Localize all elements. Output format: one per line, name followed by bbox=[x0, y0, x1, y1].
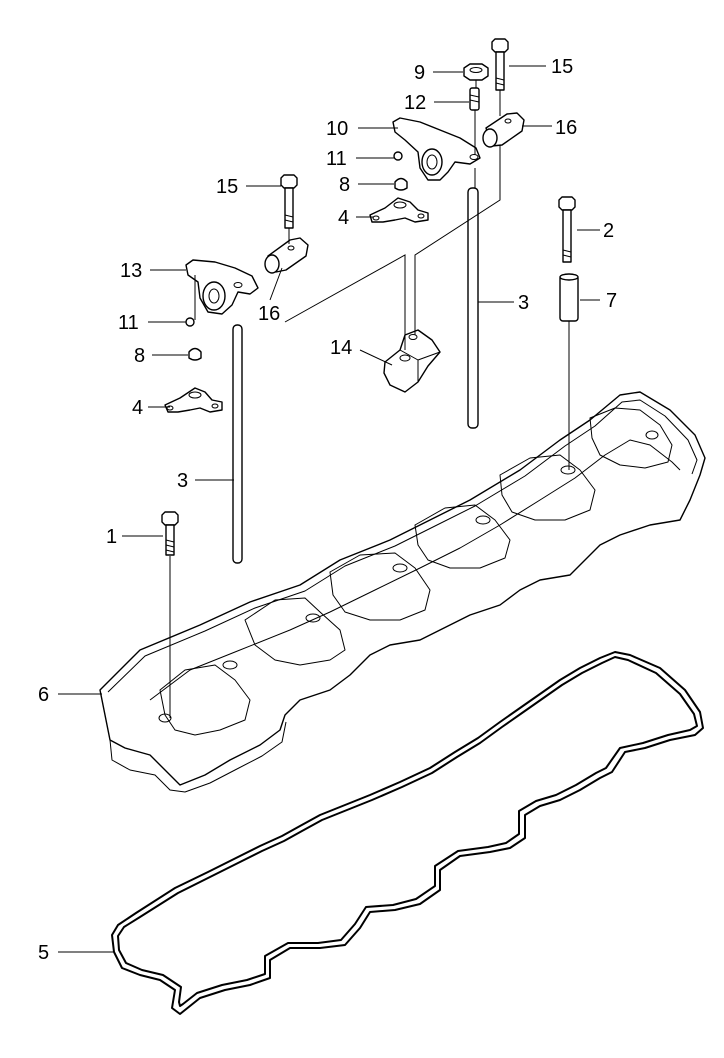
valve-cover bbox=[99, 391, 706, 793]
callout-1: 1 bbox=[106, 526, 117, 548]
bolt-15-left bbox=[280, 174, 298, 229]
callout-3-left: 3 bbox=[177, 470, 188, 492]
bolt-2 bbox=[558, 196, 576, 263]
bolt-15-right bbox=[491, 38, 509, 91]
callout-2: 2 bbox=[603, 220, 614, 242]
callout-5: 5 bbox=[38, 942, 49, 964]
callout-10: 10 bbox=[326, 118, 348, 140]
nut-9 bbox=[463, 63, 489, 81]
valve-cover-gasket bbox=[111, 651, 704, 1015]
rocker-bracket-4-right bbox=[369, 197, 429, 223]
callout-15-right: 15 bbox=[551, 56, 573, 78]
sleeve-7 bbox=[559, 273, 579, 322]
callout-3-right: 3 bbox=[518, 292, 529, 314]
ball-8-left bbox=[188, 347, 202, 361]
callout-15-left: 15 bbox=[216, 176, 238, 198]
callout-4-left: 4 bbox=[132, 397, 143, 419]
callout-8-left: 8 bbox=[134, 345, 145, 367]
ball-11-right bbox=[393, 151, 403, 161]
callout-leaders bbox=[58, 65, 600, 953]
ball-8-right bbox=[394, 177, 408, 191]
callout-6: 6 bbox=[38, 684, 49, 706]
callout-13: 13 bbox=[120, 260, 142, 282]
rocker-shaft-16-right bbox=[482, 112, 525, 148]
rocker-arm-13 bbox=[185, 259, 259, 315]
push-rod-3-right bbox=[467, 187, 479, 429]
assembly-guide-lines bbox=[194, 80, 501, 350]
callout-numbers: 1 2 3 3 4 4 5 6 7 8 8 9 10 11 11 12 13 1… bbox=[38, 56, 617, 964]
callout-16-right: 16 bbox=[555, 117, 577, 139]
ball-11-left bbox=[185, 317, 195, 327]
rocker-arm-10 bbox=[392, 117, 481, 181]
callout-11-left: 11 bbox=[118, 312, 139, 334]
callout-4-right: 4 bbox=[338, 207, 349, 229]
callout-12: 12 bbox=[404, 92, 426, 114]
bolt-1 bbox=[161, 511, 179, 556]
callout-14: 14 bbox=[330, 337, 352, 359]
push-rod-3-left bbox=[232, 324, 243, 564]
rocker-support-14 bbox=[383, 329, 441, 393]
adjusting-screw-12 bbox=[469, 87, 480, 111]
rocker-shaft-16-left bbox=[264, 237, 309, 274]
callout-7: 7 bbox=[606, 290, 617, 312]
callout-16-left: 16 bbox=[258, 303, 280, 325]
callout-9: 9 bbox=[414, 62, 425, 84]
rocker-bracket-4-left bbox=[164, 387, 223, 413]
callout-8-right: 8 bbox=[339, 174, 350, 196]
callout-11-right: 11 bbox=[326, 148, 347, 170]
